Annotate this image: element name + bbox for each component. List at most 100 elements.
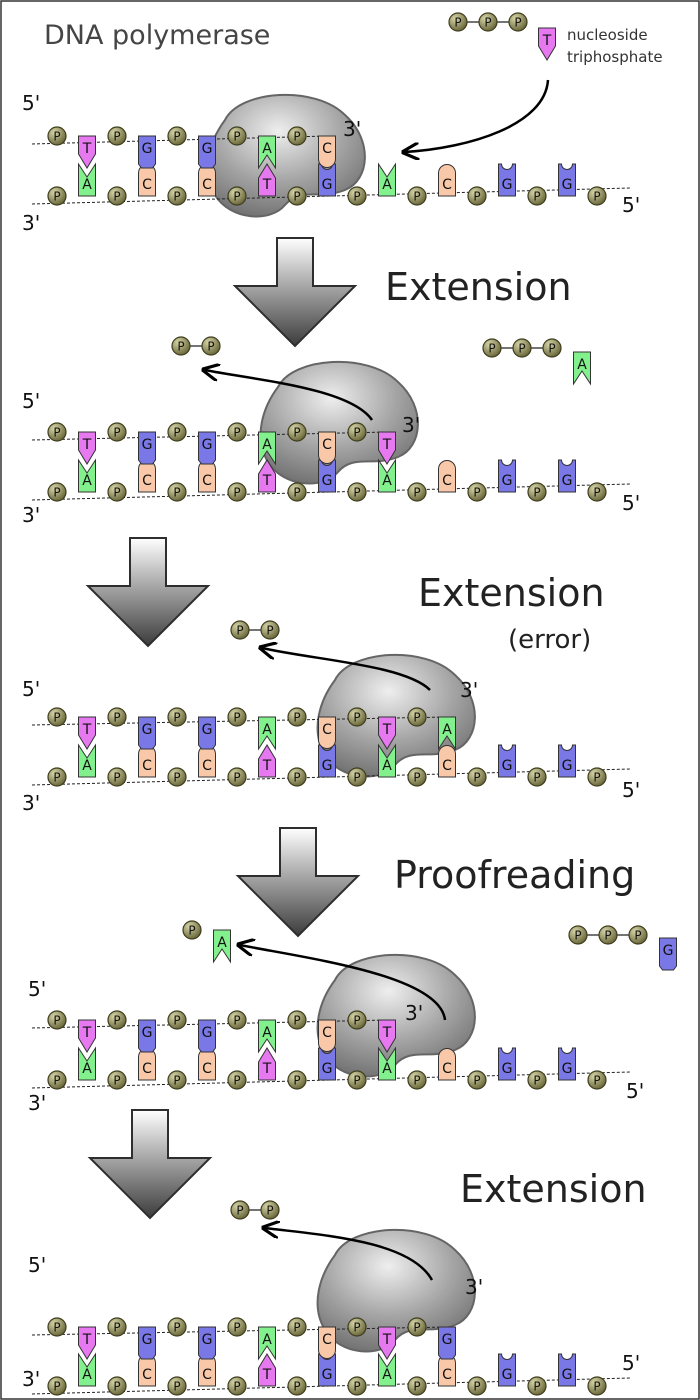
phosphate-letter: P — [533, 190, 540, 204]
phosphate-circle — [107, 126, 127, 146]
phosphate-letter: P — [233, 711, 240, 725]
phosphate-circle — [167, 707, 187, 727]
phosphate-circle — [347, 1070, 367, 1090]
phosphate-letter: P — [353, 426, 360, 440]
phosphate-group: P — [287, 1376, 307, 1396]
phosphate-group: P — [47, 126, 67, 146]
phosphate-letter: P — [53, 1014, 60, 1028]
phosphate-letter: P — [413, 711, 420, 725]
phosphate-circle — [448, 12, 468, 32]
five-prime-label-end: 5' — [622, 491, 640, 515]
phosphate-group: P — [347, 1010, 367, 1030]
phosphate-letter: P — [173, 190, 180, 204]
base-T: T — [378, 1326, 396, 1360]
phosphate-group: P — [347, 767, 367, 787]
base-letter: A — [82, 1367, 92, 1383]
reaction-arrow — [205, 370, 374, 421]
base-shape — [558, 163, 576, 197]
base-G: G — [138, 1326, 156, 1360]
base-T: T — [378, 431, 396, 465]
step-label-extension-1: Extension — [385, 265, 572, 309]
phosphate-letter: P — [233, 771, 240, 785]
base-shape — [378, 1326, 396, 1360]
base-A: A — [258, 135, 276, 170]
base-shape — [78, 743, 96, 778]
phosphate-group: P — [227, 186, 247, 206]
phosphate-circle — [167, 186, 187, 206]
five-prime-label-end: 5' — [626, 1079, 644, 1103]
phosphate-group: P — [628, 925, 648, 945]
phosphate-group: P — [467, 186, 487, 206]
base-C: C — [198, 745, 216, 778]
base-T: T — [78, 431, 96, 465]
nucleoside-triphosphate-label-line1: nucleoside — [567, 26, 648, 44]
phosphate-circle — [107, 1070, 127, 1090]
phosphate-letter: P — [353, 711, 360, 725]
phosphate-letter: P — [233, 1074, 240, 1088]
base-letter: C — [202, 1367, 212, 1383]
base-letter: A — [382, 473, 392, 489]
base-letter: C — [202, 758, 212, 774]
base-letter: C — [442, 473, 452, 489]
base-letter: T — [382, 1025, 392, 1041]
phosphate-circle — [47, 126, 67, 146]
base-letter: C — [142, 758, 152, 774]
phosphate-circle — [227, 1010, 247, 1030]
base-letter: A — [82, 473, 92, 489]
five-prime-label-top: 5' — [22, 91, 40, 115]
phosphate-letter: P — [266, 624, 273, 638]
base-A: A — [258, 1326, 276, 1361]
base-T: T — [78, 135, 96, 169]
phosphate-group: P — [587, 1070, 607, 1090]
phosphate-circle — [287, 422, 307, 442]
phosphate-letter: P — [113, 1321, 120, 1335]
base-letter: G — [202, 141, 213, 157]
phosphate-letter: P — [233, 1014, 240, 1028]
base-shape — [138, 716, 156, 750]
phosphate-group: P — [227, 422, 247, 442]
base-letter: T — [82, 1332, 92, 1348]
phosphate-letter: P — [233, 426, 240, 440]
base-letter: A — [382, 177, 392, 193]
phosphate-group: P — [287, 186, 307, 206]
phosphate-circle — [527, 1070, 547, 1090]
phosphate-circle — [347, 767, 367, 787]
phosphate-circle — [482, 338, 502, 358]
phosphate-letter: P — [293, 1321, 300, 1335]
phosphate-letter: P — [593, 771, 600, 785]
phosphate-circle — [47, 186, 67, 206]
phosphate-circle — [467, 482, 487, 502]
base-letter: G — [502, 1061, 513, 1077]
base-shape — [378, 162, 396, 197]
phosphate-letter: P — [233, 1380, 240, 1394]
phosphate-group: P — [287, 1070, 307, 1090]
phosphate-circle — [260, 1200, 280, 1220]
phosphate-group: P — [347, 482, 367, 502]
base-C: C — [198, 460, 216, 493]
base-letter: A — [217, 935, 227, 951]
three-prime-label-new-strand: 3' — [405, 1001, 423, 1025]
base-letter: G — [562, 1061, 573, 1077]
phosphate-group: P — [47, 482, 67, 502]
phosphate-letter: P — [113, 130, 120, 144]
base-shape — [258, 1047, 276, 1081]
phosphate-letter: P — [454, 16, 461, 30]
phosphate-letter: P — [634, 929, 641, 943]
phosphate-letter: P — [53, 711, 60, 725]
base-letter: C — [442, 1061, 452, 1077]
three-prime-label-bottom: 3' — [22, 503, 40, 527]
base-T: T — [258, 744, 276, 778]
phosphate-group: P — [167, 1070, 187, 1090]
phosphate-circle — [407, 186, 427, 206]
phosphate-group: P — [167, 1376, 187, 1396]
phosphate-letter: P — [233, 130, 240, 144]
phosphate-group: P — [527, 1070, 547, 1090]
three-prime-label-bottom: 3' — [22, 211, 40, 235]
phosphate-letter: P — [173, 771, 180, 785]
phosphate-circle — [508, 12, 528, 32]
base-letter: A — [262, 141, 272, 157]
base-shape — [78, 431, 96, 465]
phosphate-group: P — [467, 767, 487, 787]
phosphate-group: P — [107, 1317, 127, 1337]
